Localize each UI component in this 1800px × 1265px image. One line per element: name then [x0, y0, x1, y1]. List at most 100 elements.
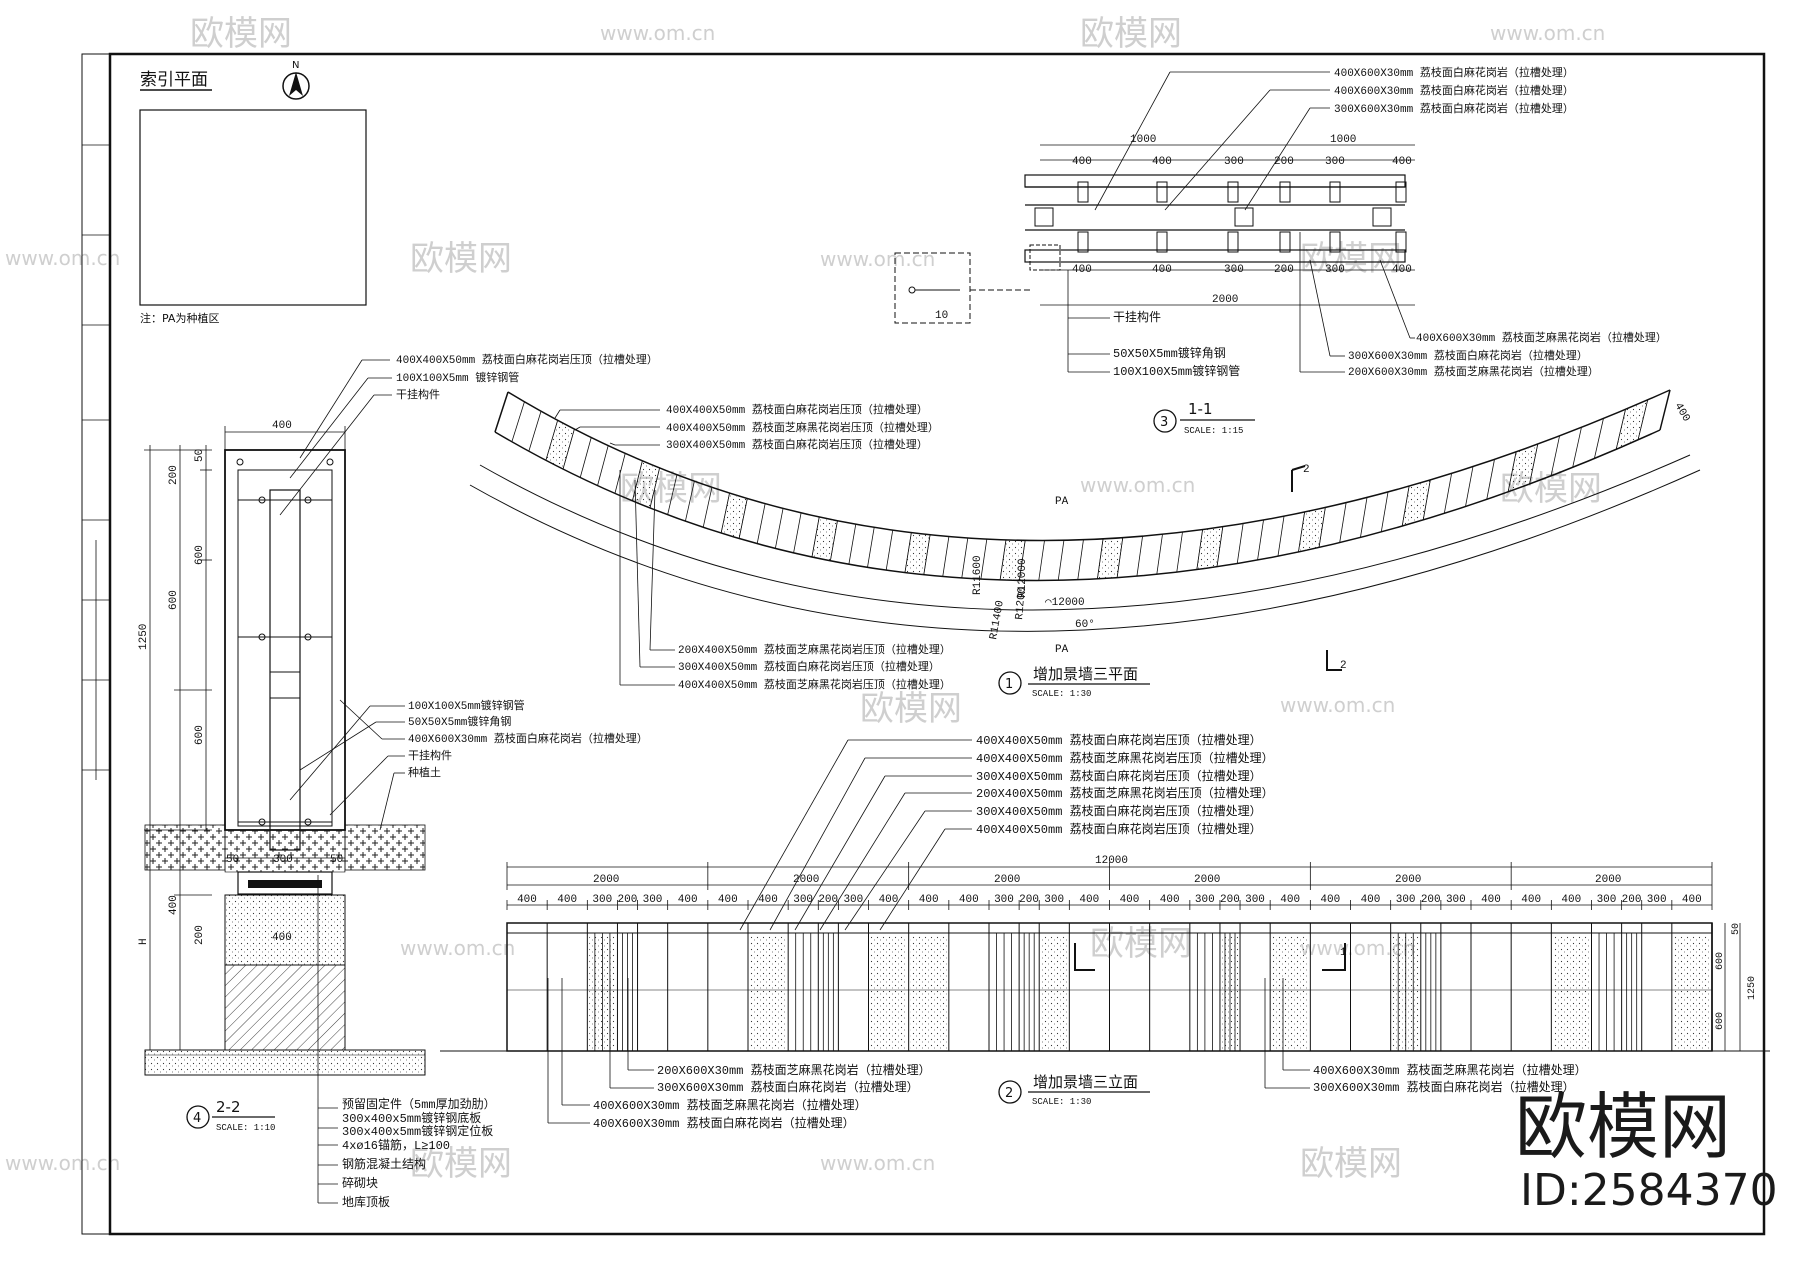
svg-text:400: 400 — [1072, 264, 1092, 276]
callout-text: 干挂构件 — [408, 748, 452, 763]
callout-text: 干挂构件 — [396, 387, 440, 402]
elevation-module-dim: 200 — [618, 894, 638, 906]
plan-stone-block — [904, 532, 931, 576]
plan-joint — [702, 487, 713, 528]
plan-stone-block — [632, 460, 660, 509]
svg-text:400: 400 — [168, 895, 180, 915]
plan-joint — [667, 474, 678, 515]
svg-text:50: 50 — [330, 854, 343, 866]
svg-text:1000: 1000 — [1330, 134, 1356, 146]
elevation-module-dim: 300 — [643, 894, 663, 906]
svg-text:400: 400 — [272, 420, 292, 432]
plan-joint — [848, 524, 857, 565]
watermark-site: www.om.cn — [5, 246, 120, 270]
plan-joint — [1277, 516, 1285, 557]
svg-text:1: 1 — [1340, 947, 1347, 959]
elevation-segment-dims: 2000 2000 2000 2000 2000 2000 — [593, 874, 1621, 886]
elevation-speckle — [910, 935, 947, 1050]
svg-text:400: 400 — [1392, 264, 1412, 276]
callout-text: 200X400X50mm 荔枝面芝麻黑花岗岩压顶（拉槽处理） — [678, 642, 951, 657]
svg-text:400: 400 — [1392, 156, 1412, 168]
title-strip-dividers — [82, 144, 110, 780]
elevation-module-dim: 300 — [994, 894, 1014, 906]
svg-text:60°: 60° — [1075, 619, 1095, 631]
section-1-1-label: 3 1-1 SCALE: 1:15 — [1153, 400, 1255, 436]
callout-text: 400X400X50mm 荔枝面芝麻黑花岗岩压顶（拉槽处理） — [666, 420, 939, 435]
callout-text: 200X400X50mm 荔枝面芝麻黑花岗岩压顶（拉槽处理） — [976, 785, 1274, 801]
elevation-speckle — [870, 935, 907, 1050]
plan-joint — [1380, 491, 1389, 532]
plan-stone-block — [1401, 479, 1431, 527]
svg-text:3: 3 — [1160, 415, 1168, 430]
watermark-site: www.om.cn — [5, 1151, 120, 1175]
north-arrow-icon: N — [282, 60, 310, 100]
plan-joint — [528, 411, 542, 452]
svg-text:2000: 2000 — [1395, 874, 1421, 886]
plan-joint — [1443, 473, 1453, 514]
elevation-module-dim: 400 — [517, 894, 537, 906]
plan-stone-block — [811, 516, 838, 562]
plan-joint — [1176, 532, 1183, 573]
watermark-brand: 欧模网 — [1300, 239, 1402, 279]
elevation-module-dim: 400 — [718, 894, 738, 906]
plan-joint — [867, 527, 875, 568]
svg-text:⌒12000: ⌒12000 — [1045, 597, 1085, 609]
plan-joint — [1136, 536, 1143, 577]
section-1-1-tubes — [1034, 181, 1407, 253]
svg-text:300: 300 — [1224, 156, 1244, 168]
callout-text: 300X400X50mm 荔枝面白麻花岗岩压顶（拉槽处理） — [678, 659, 940, 674]
svg-text:200: 200 — [1274, 156, 1294, 168]
plan-joint — [1077, 539, 1084, 580]
svg-text:400: 400 — [1072, 156, 1092, 168]
elevation-module-dim: 400 — [959, 894, 979, 906]
plan-joint — [1257, 519, 1264, 561]
elevation-panels — [506, 923, 1713, 1051]
svg-text:200: 200 — [194, 925, 206, 945]
watermark-site: www.om.cn — [600, 21, 715, 45]
elevation-module-dim: 400 — [1120, 894, 1140, 906]
elevation-module-dim: 200 — [1421, 894, 1441, 906]
watermark-site: www.om.cn — [820, 247, 935, 271]
callout-text: 300X400X50mm 荔枝面白麻花岗岩压顶（拉槽处理） — [976, 803, 1262, 819]
callout-text: 100X100X5mm镀锌钢管 — [408, 698, 525, 713]
svg-text:2000: 2000 — [1212, 294, 1238, 306]
elevation-module-dim: 400 — [758, 894, 778, 906]
svg-text:2: 2 — [1005, 1086, 1013, 1101]
elevation-module-dim: 200 — [1019, 894, 1039, 906]
elevation-module-dim: 400 — [919, 894, 939, 906]
watermark-brand: 欧模网 — [190, 14, 292, 54]
svg-text:R1200: R1200 — [1014, 586, 1029, 620]
svg-text:50: 50 — [226, 854, 239, 866]
plan-joint — [980, 539, 988, 580]
svg-text:10: 10 — [935, 310, 948, 322]
callout-text: 100X100X5mm 镀锌钢管 — [396, 370, 519, 385]
watermark-brand-large: 欧模网 — [1515, 1085, 1731, 1169]
svg-text:2000: 2000 — [1595, 874, 1621, 886]
plan-joint — [1465, 466, 1474, 507]
watermark-site: www.om.cn — [400, 936, 515, 960]
elevation-module-dim: 300 — [1597, 894, 1617, 906]
callout-text: 400X400X50mm 荔枝面芝麻黑花岗岩压顶（拉槽处理） — [976, 750, 1274, 766]
svg-text:2000: 2000 — [793, 874, 819, 886]
plan-label: 1 增加景墙三平面 SCALE: 1:30 — [998, 665, 1150, 699]
callout-text: 400X400X50mm 荔枝面白麻花岗岩压顶（拉槽处理） — [976, 821, 1262, 837]
svg-text:SCALE: 1:30: SCALE: 1:30 — [1032, 689, 1091, 699]
svg-text:600: 600 — [194, 725, 206, 745]
plan-joint — [1572, 427, 1582, 468]
plan-stone-block — [1097, 537, 1124, 580]
plan-joint — [511, 401, 525, 442]
plan-stone-block — [1298, 507, 1326, 553]
callout-text: 300X600X30mm 荔枝面白麻花岗岩（拉槽处理） — [1348, 348, 1588, 363]
svg-text:1-1: 1-1 — [1188, 400, 1213, 418]
plan-joint — [885, 530, 894, 571]
plan-joint — [1360, 497, 1368, 538]
elevation-module-dim: 200 — [818, 894, 838, 906]
callout-text: 100X100X5mm镀锌钢管 — [1113, 363, 1240, 379]
svg-text:400: 400 — [272, 932, 292, 944]
svg-text:2: 2 — [1303, 464, 1310, 476]
svg-text:H: H — [138, 938, 150, 945]
svg-text:600: 600 — [194, 545, 206, 565]
callout-text: 地库顶板 — [342, 1194, 390, 1210]
